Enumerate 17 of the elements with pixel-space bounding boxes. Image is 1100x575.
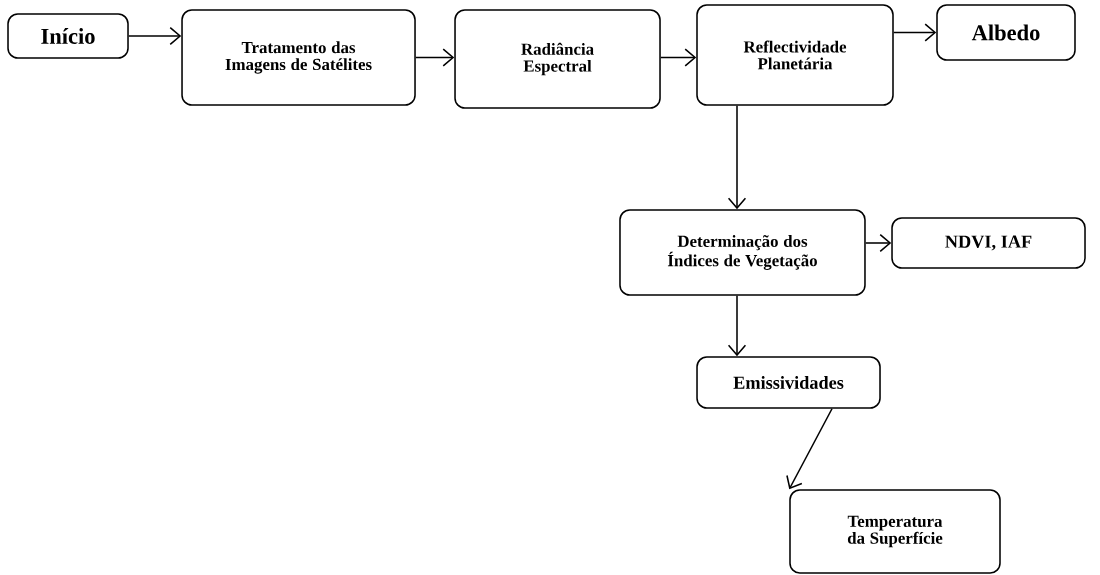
process-box: Temperatura da Superfície (789, 489, 1001, 574)
arrow (786, 407, 833, 490)
arrow (865, 233, 892, 253)
arrow (727, 294, 747, 357)
process-box: Tratamento das Imagens de Satélites (181, 9, 416, 106)
process-box: Início (7, 13, 129, 59)
arrow (727, 105, 747, 210)
arrow (128, 26, 182, 46)
arrow (415, 48, 455, 67)
process-box: Albedo (936, 4, 1076, 61)
process-box: Radiância Espectral (454, 9, 661, 109)
process-box: NDVI, IAF (891, 217, 1086, 269)
process-box: Emissividades (696, 356, 881, 409)
process-box: Determinação dos Índices de Vegetação (619, 209, 866, 296)
arrow (893, 23, 937, 42)
process-box: Reflectividade Planetária (696, 4, 894, 106)
arrow (660, 48, 697, 67)
